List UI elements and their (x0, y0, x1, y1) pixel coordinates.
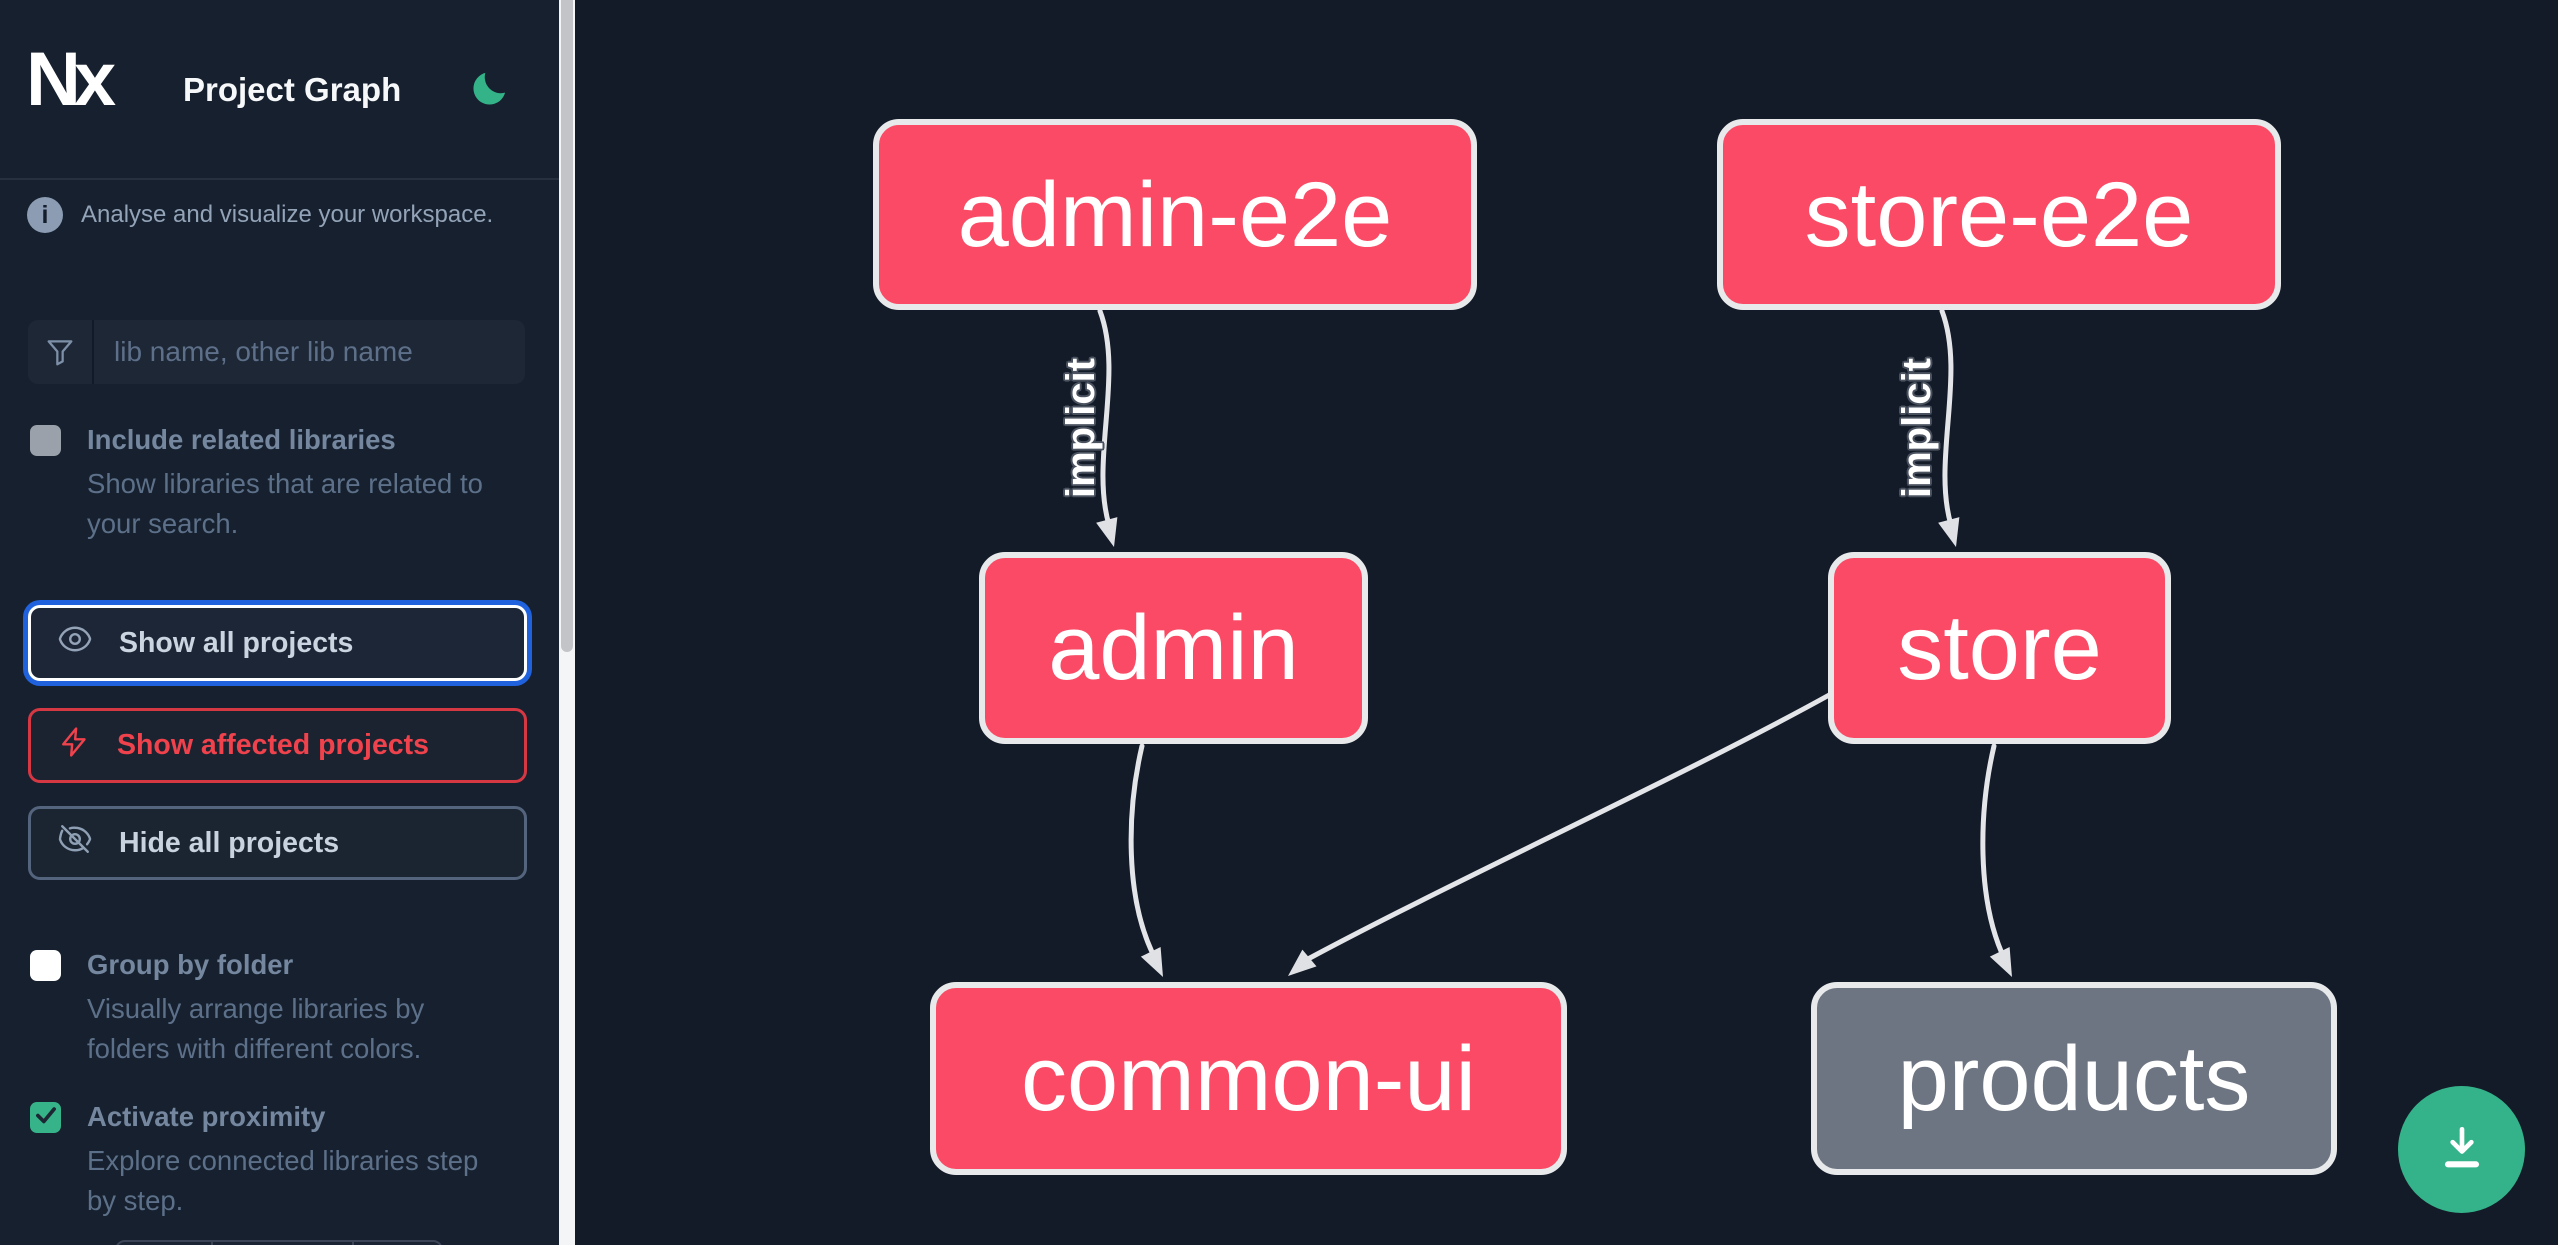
option-group-by-folder: Group by folder Visually arrange librari… (30, 949, 535, 1069)
edge-store-products (1980, 743, 2008, 963)
group-by-folder-label: Group by folder (87, 949, 294, 980)
sidebar-scrollbar[interactable] (559, 0, 575, 1245)
nx-logo: Nx (26, 37, 116, 122)
download-icon (2434, 1120, 2490, 1179)
download-image-button[interactable] (2398, 1086, 2525, 1213)
project-filter (28, 320, 525, 384)
option-include-related: Include related libraries Show libraries… (30, 424, 535, 544)
activate-proximity-checkbox[interactable] (30, 1101, 61, 1133)
include-related-description: Show libraries that are related to your … (87, 468, 483, 539)
check-icon (33, 1102, 59, 1133)
arrowhead (1989, 947, 2012, 977)
partial-segment[interactable] (352, 1242, 441, 1245)
tagline-text: Analyse and visualize your workspace. (81, 201, 494, 228)
eye-off-icon (57, 821, 93, 865)
show-all-projects-label: Show all projects (119, 626, 354, 659)
workspace-info: i Analyse and visualize your workspace. (27, 197, 532, 233)
include-related-checkbox[interactable] (30, 424, 61, 456)
eye-icon (57, 621, 93, 665)
edge-store-common-ui (1305, 691, 1834, 962)
brand-header: Nx Project Graph (0, 0, 559, 180)
project-node-common-ui[interactable]: common-ui (930, 982, 1567, 1175)
dependency-edges (1096, 308, 2012, 977)
arrowhead (1096, 517, 1118, 547)
project-node-admin[interactable]: admin (979, 552, 1368, 744)
project-node-admin-e2e[interactable]: admin-e2e (873, 119, 1477, 310)
edge-store-e2e-store (1939, 308, 1954, 528)
sidebar: Nx Project Graph i Analyse and visualize… (0, 0, 559, 1245)
hide-all-projects-label: Hide all projects (119, 826, 340, 859)
info-icon: i (27, 197, 63, 233)
partial-segment[interactable] (211, 1242, 352, 1245)
scrollbar-thumb[interactable] (561, 0, 573, 652)
moon-icon (468, 72, 510, 113)
show-affected-projects-label: Show affected projects (117, 729, 429, 761)
arrowhead (1288, 949, 1317, 976)
bolt-icon (57, 725, 91, 767)
arrowhead (1140, 947, 1163, 977)
edge-admin-common-ui (1128, 743, 1159, 963)
collapsed-control-partial[interactable] (115, 1240, 443, 1245)
group-by-folder-checkbox[interactable] (30, 949, 61, 981)
project-node-store-e2e[interactable]: store-e2e (1717, 119, 2281, 310)
edge-label-implicit: implicit (1058, 357, 1103, 499)
edge-label-implicit: implicit (1894, 357, 1939, 499)
option-activate-proximity: Activate proximity Explore connected lib… (30, 1101, 535, 1221)
project-node-store[interactable]: store (1828, 552, 2171, 744)
page-title: Project Graph (183, 71, 402, 108)
activate-proximity-label: Activate proximity (87, 1101, 326, 1132)
include-related-label: Include related libraries (87, 424, 396, 455)
edge-admin-e2e-admin (1097, 308, 1112, 528)
activate-proximity-description: Explore connected libraries step by step… (87, 1145, 479, 1216)
search-input[interactable] (94, 320, 525, 384)
arrowhead (1938, 517, 1960, 547)
project-node-products[interactable]: products (1811, 982, 2337, 1175)
show-all-projects-button[interactable]: Show all projects (28, 605, 527, 681)
funnel-icon (28, 320, 94, 384)
show-affected-projects-button[interactable]: Show affected projects (28, 708, 527, 783)
graph-canvas[interactable]: implicit implicit admin-e2e store-e2e ad… (575, 0, 2558, 1245)
group-by-folder-description: Visually arrange libraries by folders wi… (87, 993, 425, 1064)
hide-all-projects-button[interactable]: Hide all projects (28, 806, 527, 880)
dark-mode-toggle[interactable] (468, 68, 510, 110)
